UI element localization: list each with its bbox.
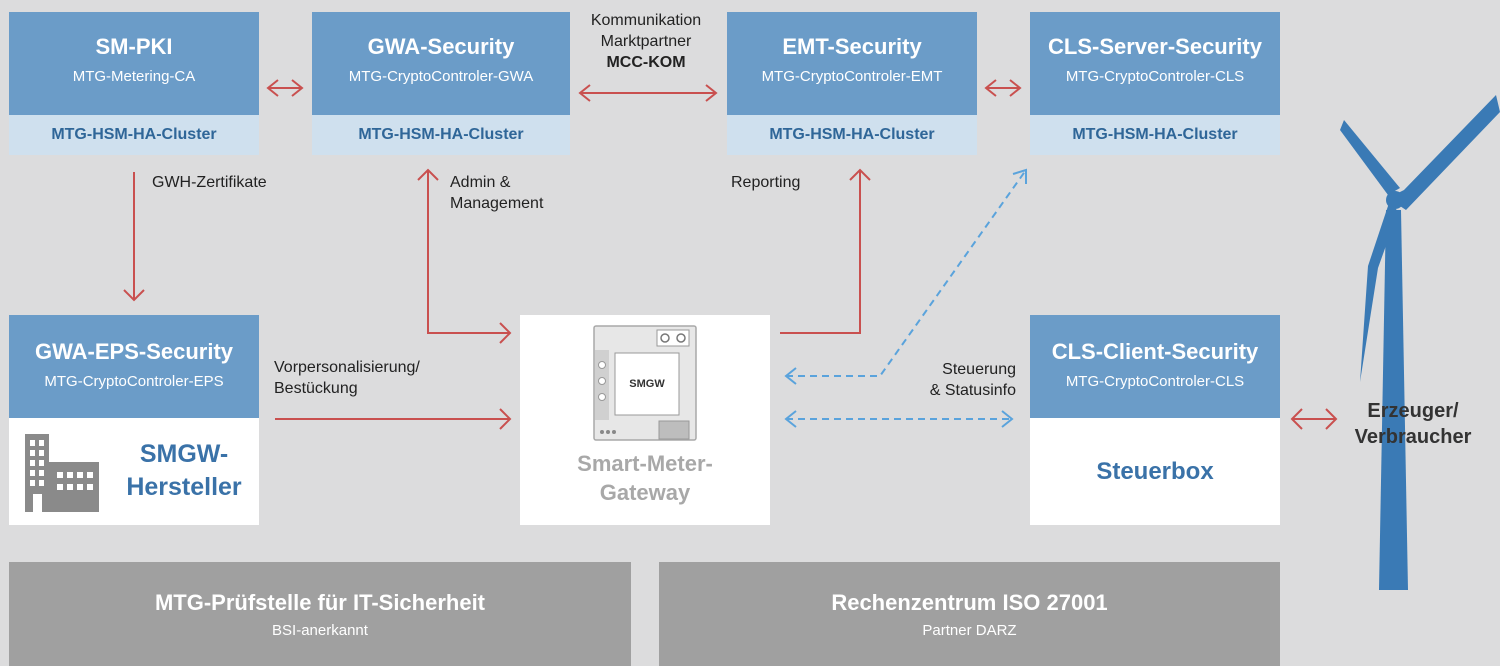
vorpersonalisierung-label: Vorpersonalisierung/ Bestückung: [274, 357, 420, 399]
hersteller-line1: SMGW-: [139, 440, 229, 468]
gateway-line2: Gateway: [599, 480, 691, 505]
smart-meter-gateway-label: Smart-Meter- Gateway: [520, 449, 770, 507]
arrow-smpki-gwaeps: [123, 172, 145, 302]
gwa-security-title: GWA-Security: [367, 34, 515, 59]
admin-management-label: Admin & Management: [450, 172, 543, 214]
admin-line1: Admin &: [450, 174, 511, 191]
arrow-admin-management: [417, 168, 512, 344]
gwa-eps-security-subtitle: MTG-CryptoControler-EPS: [44, 373, 224, 390]
factory-icon: [25, 434, 99, 512]
arrow-reporting: [780, 168, 871, 334]
smgw-device-label: SMGW: [629, 378, 665, 390]
gwa-security-box: GWA-Security MTG-CryptoControler-GWA MTG…: [312, 12, 570, 155]
rechenzentrum-subtitle: Partner DARZ: [922, 622, 1017, 639]
rechenzentrum-box: Rechenzentrum ISO 27001 Partner DARZ: [659, 562, 1280, 666]
reporting-label: Reporting: [731, 174, 801, 191]
emt-security-title: EMT-Security: [782, 34, 922, 59]
kommunikation-label: Kommunikation Marktpartner MCC-KOM: [572, 10, 720, 73]
vorpers-line2: Bestückung: [274, 380, 358, 397]
gwh-zertifikate-label: GWH-Zertifikate: [152, 174, 267, 191]
cls-client-security-box: CLS-Client-Security MTG-CryptoControler-…: [1030, 315, 1280, 525]
dashed-gateway-clsserver: [784, 168, 1027, 385]
rechenzentrum-title: Rechenzentrum ISO 27001: [831, 590, 1108, 615]
cls-server-security-subtitle: MTG-CryptoControler-CLS: [1065, 68, 1245, 85]
arrow-vorpersonalisierung: [275, 408, 512, 430]
gwa-eps-security-box: GWA-EPS-Security MTG-CryptoControler-EPS: [9, 315, 259, 525]
pruefstelle-subtitle: BSI-anerkannt: [272, 622, 368, 639]
kommunikation-line1: Kommunikation: [590, 12, 702, 29]
steuerung-line1: Steuerung: [942, 361, 1016, 378]
steuerung-line2: & Statusinfo: [929, 382, 1016, 399]
steuerbox-label: Steuerbox: [1030, 418, 1280, 525]
erzeuger-line2: Verbraucher: [1354, 426, 1472, 448]
emt-security-cluster: MTG-HSM-HA-Cluster: [727, 115, 977, 155]
cls-server-security-cluster: MTG-HSM-HA-Cluster: [1030, 115, 1280, 155]
kommunikation-line2: Marktpartner: [600, 33, 692, 50]
dashed-gateway-clsclient: [784, 410, 1014, 428]
cls-server-security-title: CLS-Server-Security: [1048, 34, 1262, 59]
gwa-eps-security-title: GWA-EPS-Security: [34, 339, 234, 364]
gateway-line1: Smart-Meter-: [577, 451, 713, 476]
arrow-erzeuger: [1290, 408, 1338, 430]
steuerung-statusinfo-label: Steuerung & Statusinfo: [896, 359, 1016, 401]
arrow-emt-clsserver: [984, 79, 1022, 97]
sm-pki-box: SM-PKI MTG-Metering-CA MTG-HSM-HA-Cluste…: [9, 12, 259, 155]
gwa-security-cluster: MTG-HSM-HA-Cluster: [312, 115, 570, 155]
pruefstelle-box: MTG-Prüfstelle für IT-Sicherheit BSI-ane…: [9, 562, 631, 666]
vorpers-line1: Vorpersonalisierung/: [274, 359, 420, 376]
erzeuger-line1: Erzeuger/: [1367, 400, 1459, 422]
cls-server-security-box: CLS-Server-Security MTG-CryptoControler-…: [1030, 12, 1280, 155]
smgw-device-icon: [593, 325, 697, 441]
pruefstelle-title: MTG-Prüfstelle für IT-Sicherheit: [154, 590, 486, 615]
cls-client-security-subtitle: MTG-CryptoControler-CLS: [1065, 373, 1245, 390]
smgw-hersteller-label: SMGW- Hersteller: [109, 438, 259, 504]
erzeuger-verbraucher-label: Erzeuger/ Verbraucher: [1338, 398, 1488, 450]
emt-security-box: EMT-Security MTG-CryptoControler-EMT MTG…: [727, 12, 977, 155]
sm-pki-cluster: MTG-HSM-HA-Cluster: [9, 115, 259, 155]
gwa-security-subtitle: MTG-CryptoControler-GWA: [348, 68, 534, 85]
cls-client-security-title: CLS-Client-Security: [1051, 339, 1259, 364]
admin-line2: Management: [450, 195, 544, 212]
sm-pki-title: SM-PKI: [95, 34, 173, 59]
arrow-smpki-gwa: [266, 79, 304, 97]
smart-meter-gateway-box: SMGW Smart-Meter- Gateway: [520, 315, 770, 525]
emt-security-subtitle: MTG-CryptoControler-EMT: [761, 68, 943, 85]
hersteller-line2: Hersteller: [126, 473, 242, 501]
sm-pki-subtitle: MTG-Metering-CA: [72, 68, 196, 85]
mcc-kom-label: MCC-KOM: [606, 54, 686, 71]
arrow-gwa-emt: [578, 84, 718, 102]
wind-turbine-icon: [1340, 95, 1500, 590]
